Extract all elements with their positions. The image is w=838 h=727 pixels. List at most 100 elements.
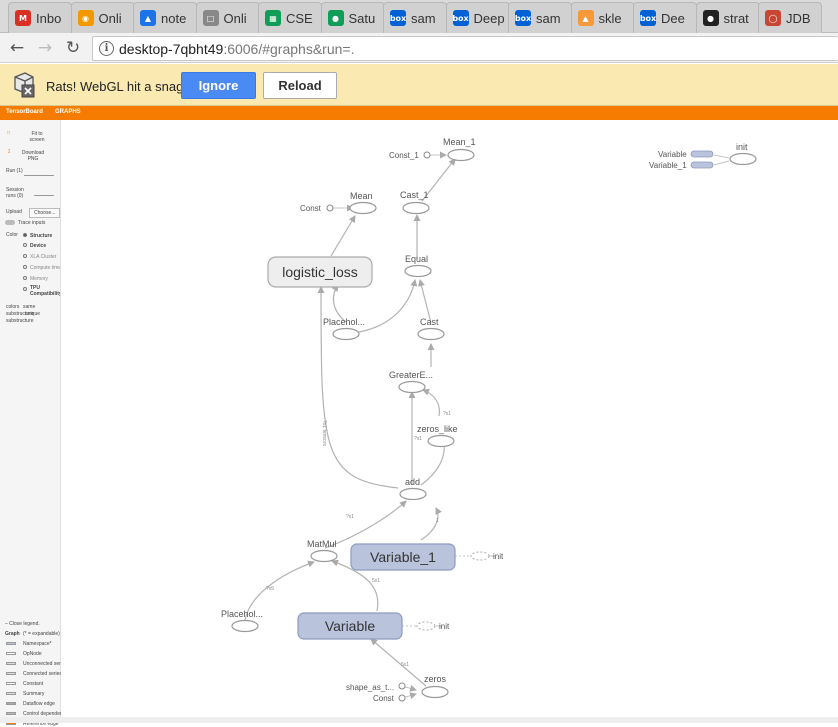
tensorboard-header: TensorBoard GRAPHS xyxy=(0,106,838,120)
reload-icon[interactable]: ↻ xyxy=(65,38,81,58)
node-variable-1-stack[interactable] xyxy=(690,161,714,169)
graph-canvas[interactable]: ?x1 tensors ?x1 ?x1 ?x1 1 ?x5 5x1 5x1 xyxy=(61,120,838,717)
node-label: Equal xyxy=(405,254,428,264)
graph-controls-sidebar: □ Fit to screen ↧ Download PNG Run (1) S… xyxy=(0,120,61,727)
sklearn-icon: ▲ xyxy=(577,10,594,26)
init-nodes[interactable] xyxy=(416,551,490,631)
fit-icon[interactable]: □ xyxy=(7,130,11,136)
legend-graph-label: Graph xyxy=(5,631,20,637)
node-matmul[interactable] xyxy=(310,549,338,563)
edge xyxy=(418,279,432,324)
op-nodes[interactable] xyxy=(231,148,757,699)
box-icon: box xyxy=(390,10,406,26)
edge xyxy=(331,284,347,323)
node-const[interactable] xyxy=(326,204,334,212)
upload-label: Upload xyxy=(6,209,22,215)
color-radio-device[interactable] xyxy=(23,243,27,247)
variable-stacks[interactable] xyxy=(690,150,714,169)
color-radio-xla[interactable] xyxy=(23,254,27,258)
address-bar[interactable]: i desktop-7qbht49:6006/#graphs&run=. xyxy=(92,36,838,61)
node-cast[interactable] xyxy=(417,327,445,341)
node-cast-1[interactable] xyxy=(402,201,430,215)
node-logistic-loss[interactable] xyxy=(267,256,373,288)
download-icon[interactable]: ↧ xyxy=(7,149,12,155)
run-select[interactable] xyxy=(24,175,54,176)
node-add[interactable] xyxy=(399,487,427,501)
oracle-icon: ◯ xyxy=(765,10,781,26)
forward-icon[interactable]: → xyxy=(37,38,53,58)
reload-button[interactable]: Reload xyxy=(263,72,337,99)
browser-tab[interactable]: ◯JDB xyxy=(758,2,822,33)
color-radio-memory[interactable] xyxy=(23,276,27,280)
session-runs-select[interactable] xyxy=(34,195,54,196)
app-icon: ● xyxy=(327,10,344,26)
node-label: Const xyxy=(300,204,322,213)
legend-item: Unconnected series* xyxy=(23,661,61,667)
gmail-icon: M xyxy=(15,10,31,26)
node-greater-equal[interactable] xyxy=(398,380,426,394)
edge-label: 1 xyxy=(436,518,439,524)
browser-tab[interactable]: ▦CSE xyxy=(258,2,322,33)
node-label: init xyxy=(736,142,748,152)
node-label: Cast xyxy=(420,317,439,327)
browser-tab[interactable]: □Onli xyxy=(195,2,260,33)
color-radio-compute[interactable] xyxy=(23,265,27,269)
graph-edges xyxy=(244,151,730,700)
node-label: Variable_1 xyxy=(370,549,436,565)
legend-swatch-icon xyxy=(6,672,16,675)
node-init-variable-1[interactable] xyxy=(470,551,490,561)
edge xyxy=(317,286,399,489)
const-nodes[interactable] xyxy=(326,151,431,702)
node-variable-1[interactable] xyxy=(350,543,456,571)
node-zeros[interactable] xyxy=(421,685,449,699)
choose-file-button[interactable]: Choose... xyxy=(29,208,61,218)
tab-title: sam xyxy=(411,10,436,26)
node-mean[interactable] xyxy=(349,201,377,215)
color-option-label: Compute time xyxy=(30,265,60,271)
color-radio-tpu[interactable] xyxy=(23,287,27,291)
browser-tab[interactable]: ●Satu xyxy=(320,2,385,33)
node-placeholder-2[interactable] xyxy=(231,619,259,633)
node-variable-stack[interactable] xyxy=(690,150,714,158)
node-mean-1[interactable] xyxy=(447,148,475,162)
colors-note: colors xyxy=(6,304,20,310)
node-const-zeros[interactable] xyxy=(398,694,406,702)
ignore-button[interactable]: Ignore xyxy=(181,72,256,99)
node-const-1[interactable] xyxy=(423,151,431,159)
tab-graphs[interactable]: GRAPHS xyxy=(55,109,81,115)
legend-item: OpNode xyxy=(23,651,42,657)
browser-tab[interactable]: ▲skle xyxy=(570,2,635,33)
graph-svg[interactable]: ?x1 tensors ?x1 ?x1 ?x1 1 ?x5 5x1 5x1 xyxy=(61,120,838,717)
node-variable[interactable] xyxy=(297,612,403,640)
info-icon[interactable]: i xyxy=(99,41,114,56)
download-png-button[interactable]: Download PNG xyxy=(21,150,45,162)
color-radio-structure[interactable] xyxy=(23,233,27,237)
legend-swatch-icon xyxy=(6,682,16,685)
trace-inputs-toggle[interactable] xyxy=(5,220,15,225)
fit-to-screen-button[interactable]: Fit to screen xyxy=(29,131,45,143)
browser-tab[interactable]: ◉Onli xyxy=(70,2,135,33)
node-labels: Mean_1 Const_1 Cast_1 Mean Const logisti… xyxy=(221,137,748,703)
back-icon[interactable]: ← xyxy=(9,38,25,58)
node-equal[interactable] xyxy=(404,264,432,278)
node-zeros-like[interactable] xyxy=(427,434,455,448)
node-label: Variable xyxy=(658,150,687,159)
node-init-variable[interactable] xyxy=(416,621,436,631)
webgl-infobar: Rats! WebGL hit a snag. Ignore Reload xyxy=(0,64,838,106)
node-label: GreaterE... xyxy=(389,370,433,380)
node-init-top[interactable] xyxy=(729,152,757,166)
tab-title: note xyxy=(161,10,187,26)
browser-toolbar: ← → ↻ i desktop-7qbht49:6006/#graphs&run… xyxy=(0,33,838,63)
browser-tab[interactable]: ▲note xyxy=(133,2,197,33)
node-shape-as-tensor[interactable] xyxy=(398,682,406,690)
legend-item: Connected series* xyxy=(23,671,61,677)
close-legend-link[interactable]: – Close legend. xyxy=(5,621,40,627)
browser-tab[interactable]: ●strat xyxy=(695,2,760,33)
node-placeholder-1[interactable] xyxy=(332,327,360,341)
